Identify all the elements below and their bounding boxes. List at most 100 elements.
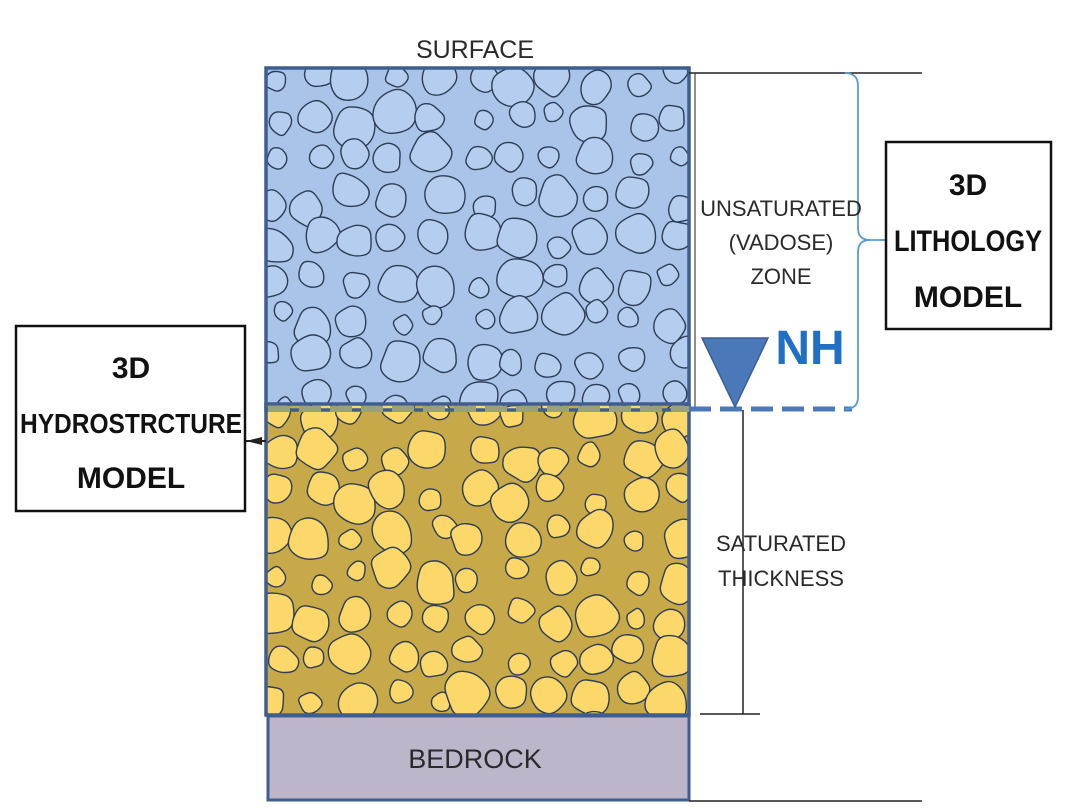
grain: [375, 223, 406, 252]
grain: [266, 565, 287, 588]
grain: [332, 172, 370, 208]
surface-label: SURFACE: [416, 36, 534, 64]
lithology-box-line3: MODEL: [914, 281, 1022, 314]
grain: [474, 109, 494, 131]
lithology-box-line2: LITHOLOGY: [894, 225, 1042, 258]
grain: [504, 521, 543, 558]
grain: [268, 111, 293, 137]
grain: [627, 72, 653, 98]
grain: [695, 485, 718, 510]
grain: [327, 633, 372, 675]
grain: [342, 271, 371, 299]
grain: [475, 308, 496, 330]
grain: [577, 441, 601, 468]
unsaturated-label-line2: (VADOSE): [729, 230, 834, 255]
grain: [571, 217, 609, 256]
grain: [630, 113, 660, 142]
grain: [546, 514, 571, 539]
grain: [578, 267, 615, 305]
grain: [507, 597, 536, 624]
hydrostructure-model-box: [14, 324, 247, 513]
grain: [386, 600, 413, 628]
grain: [489, 482, 530, 524]
grain: [545, 559, 578, 596]
grain: [302, 646, 325, 669]
grain: [504, 557, 530, 580]
grain: [534, 352, 562, 378]
grain: [689, 720, 729, 759]
grain: [668, 194, 689, 223]
grain: [417, 219, 449, 255]
grain: [617, 382, 641, 406]
grain: [465, 145, 494, 171]
grain: [617, 347, 646, 372]
hydro-box-line3: MODEL: [77, 462, 185, 495]
grain: [537, 146, 560, 169]
grain: [454, 567, 478, 594]
grain: [468, 277, 490, 299]
grain: [298, 260, 325, 288]
grain: [295, 427, 339, 471]
grain: [582, 185, 609, 213]
unsaturated-label-line1: UNSATURATED: [700, 196, 862, 221]
grain: [340, 138, 370, 170]
vadose-bracket: [844, 72, 871, 410]
grain: [266, 341, 280, 364]
grain: [623, 476, 660, 513]
grain: [694, 683, 721, 709]
saturated-frame: [264, 402, 691, 717]
grain: [266, 434, 299, 470]
grain: [532, 68, 571, 98]
grain: [287, 517, 329, 560]
grain: [615, 176, 650, 209]
bedrock-layer: [266, 714, 691, 802]
grain: [543, 101, 564, 123]
grain: [430, 691, 451, 713]
grain: [585, 298, 609, 324]
grain: [496, 217, 538, 259]
grain: [342, 447, 369, 472]
grain: [578, 643, 615, 676]
grain: [372, 88, 418, 135]
grain: [266, 685, 285, 715]
grain: [498, 295, 539, 334]
grain: [546, 236, 572, 260]
grain: [656, 263, 680, 287]
grain: [580, 557, 601, 577]
grain: [708, 651, 733, 678]
grain: [575, 136, 614, 175]
grain: [338, 595, 372, 633]
grain: [266, 227, 294, 263]
grain: [663, 518, 689, 560]
grain: [470, 436, 500, 464]
grain: [389, 679, 414, 704]
grain: [450, 522, 483, 556]
grain: [691, 566, 721, 597]
grain: [416, 560, 455, 606]
grain: [702, 146, 743, 187]
grain: [380, 447, 410, 477]
grain: [407, 430, 446, 469]
grain: [384, 68, 409, 88]
grain: [450, 635, 484, 663]
grain: [421, 305, 443, 326]
nh-label: NH: [775, 322, 844, 375]
grain: [704, 59, 731, 86]
grain: [580, 69, 612, 106]
grain: [697, 293, 740, 335]
grain: [370, 546, 412, 589]
grain: [418, 488, 442, 512]
grain: [414, 102, 446, 133]
grain: [338, 528, 363, 551]
grain: [424, 175, 466, 214]
grain: [308, 144, 335, 170]
grain: [388, 640, 420, 673]
grain: [570, 679, 610, 715]
grain: [372, 142, 401, 174]
grain: [375, 183, 407, 218]
grain: [623, 530, 644, 552]
inverted-triangle-icon: [700, 337, 770, 409]
grain: [297, 99, 333, 134]
grain: [379, 340, 421, 383]
grain: [339, 337, 373, 369]
